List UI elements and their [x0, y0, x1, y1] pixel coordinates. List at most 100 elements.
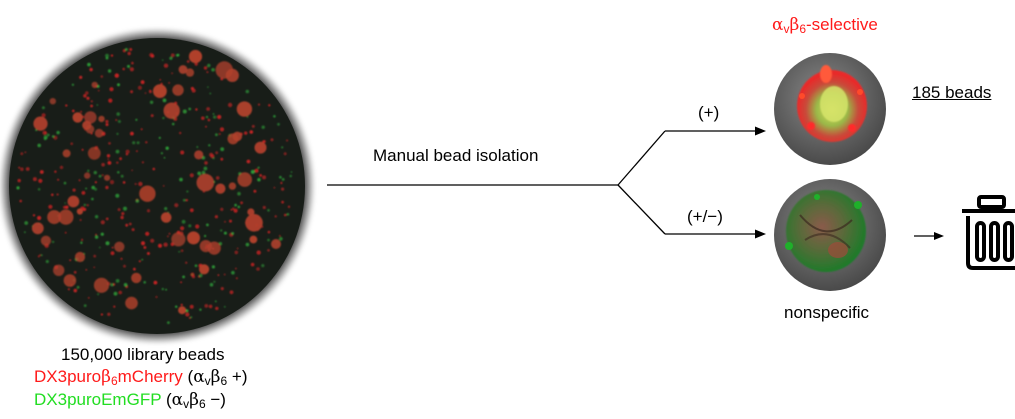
- bead-speckle: [123, 283, 128, 287]
- bead-speckle: [209, 152, 214, 157]
- bead-speckle: [256, 267, 260, 271]
- bead-speckle: [130, 90, 134, 94]
- bead-speckle: [220, 157, 224, 161]
- bead-speckle: [109, 180, 115, 185]
- bead-speckle: [219, 127, 225, 132]
- red-cell-line-label: DX3puroβ6mCherry (αvβ6 +): [34, 367, 248, 388]
- bead-speckle: [215, 176, 220, 180]
- bead-speckle: [204, 234, 207, 238]
- bead-speckle: [180, 303, 183, 306]
- bead-speckle: [283, 152, 287, 156]
- bead-speckle: [64, 231, 67, 234]
- bead-speckle: [63, 274, 77, 287]
- bead-speckle: [45, 259, 49, 264]
- bead-speckle: [160, 152, 163, 155]
- bead-speckle: [85, 187, 87, 190]
- bead-speckle: [39, 254, 41, 257]
- bead-speckle: [125, 153, 129, 156]
- bead-speckle: [120, 257, 123, 260]
- selective-bead-micrograph: [774, 53, 886, 165]
- bead-speckle: [91, 197, 94, 201]
- bead-speckle: [279, 237, 283, 241]
- bead-speckle: [107, 161, 112, 165]
- bead-speckle: [24, 151, 27, 154]
- bead-speckle: [80, 241, 83, 244]
- bead-speckle: [171, 232, 186, 247]
- bead-speckle: [211, 68, 215, 72]
- bead-speckle: [85, 91, 89, 95]
- bead-speckle: [87, 62, 91, 67]
- bead-speckle: [81, 238, 84, 241]
- bead-speckle: [220, 207, 224, 211]
- bead-speckle: [289, 174, 293, 178]
- bead-speckle: [114, 73, 120, 78]
- arrowhead-plusminus: [755, 229, 766, 239]
- bead-speckle: [196, 173, 215, 192]
- bead-speckle: [206, 71, 209, 74]
- bead-speckle: [176, 53, 179, 57]
- bead-speckle: [207, 86, 209, 88]
- bead-speckle: [129, 67, 134, 72]
- bead-speckle: [254, 168, 259, 173]
- bead-speckle: [279, 175, 282, 179]
- bead-speckle: [72, 112, 83, 123]
- bead-speckle: [120, 215, 124, 220]
- bead-speckle: [94, 187, 98, 191]
- bead-speckle: [153, 84, 167, 98]
- bead-speckle: [188, 107, 192, 111]
- bead-speckle: [129, 48, 133, 51]
- bead-speckle: [230, 208, 233, 211]
- bead-speckle: [220, 287, 224, 291]
- bead-speckle: [279, 235, 281, 237]
- bead-speckle: [24, 221, 29, 225]
- bead-speckle: [141, 258, 144, 261]
- bead-speckle: [283, 213, 287, 217]
- bead-speckle: [247, 208, 255, 216]
- bead-speckle: [213, 280, 216, 283]
- bead-speckle: [93, 170, 98, 175]
- bead-speckle: [89, 67, 93, 72]
- bead-speckle: [251, 124, 255, 128]
- bead-speckle: [190, 316, 193, 319]
- bead-speckle: [93, 277, 110, 293]
- bead-speckle: [201, 170, 206, 175]
- nonspecific-label: nonspecific: [784, 303, 870, 322]
- bead-speckle: [249, 235, 258, 244]
- bead-speckle: [205, 125, 207, 128]
- bead-speckle: [204, 304, 209, 308]
- bead-speckle: [24, 231, 26, 234]
- bead-speckle: [214, 215, 218, 219]
- bead-speckle: [72, 188, 76, 192]
- bead-speckle: [74, 251, 86, 263]
- bead-speckle: [274, 215, 277, 218]
- bead-speckle: [106, 154, 111, 158]
- bead-speckle: [123, 264, 126, 268]
- bead-speckle: [84, 172, 91, 179]
- bead-speckle: [246, 116, 249, 118]
- bead-speckle: [110, 54, 114, 57]
- bead-speckle: [281, 146, 284, 149]
- bead-speckle: [44, 131, 47, 135]
- bead-speckle: [189, 173, 194, 178]
- bead-speckle: [93, 266, 96, 269]
- bead-speckle: [127, 51, 131, 56]
- library-beads-micrograph: [0, 28, 315, 344]
- bead-speckle: [67, 288, 70, 291]
- bead-speckle: [108, 98, 113, 103]
- bead-speckle: [122, 67, 125, 71]
- bead-speckle: [20, 152, 24, 156]
- bead-speckle: [267, 209, 270, 212]
- bead-speckle: [215, 151, 219, 155]
- bead-speckle: [131, 61, 134, 65]
- bead-speckle: [131, 272, 142, 284]
- bead-speckle: [211, 265, 215, 269]
- bead-speckle: [54, 170, 57, 173]
- bead-speckle: [58, 209, 74, 225]
- bead-speckle: [134, 182, 137, 186]
- bead-speckle: [107, 158, 110, 161]
- bead-speckle: [85, 269, 88, 271]
- bead-speckle: [148, 90, 152, 94]
- bead-speckle: [163, 102, 180, 119]
- bead-speckle: [179, 177, 183, 182]
